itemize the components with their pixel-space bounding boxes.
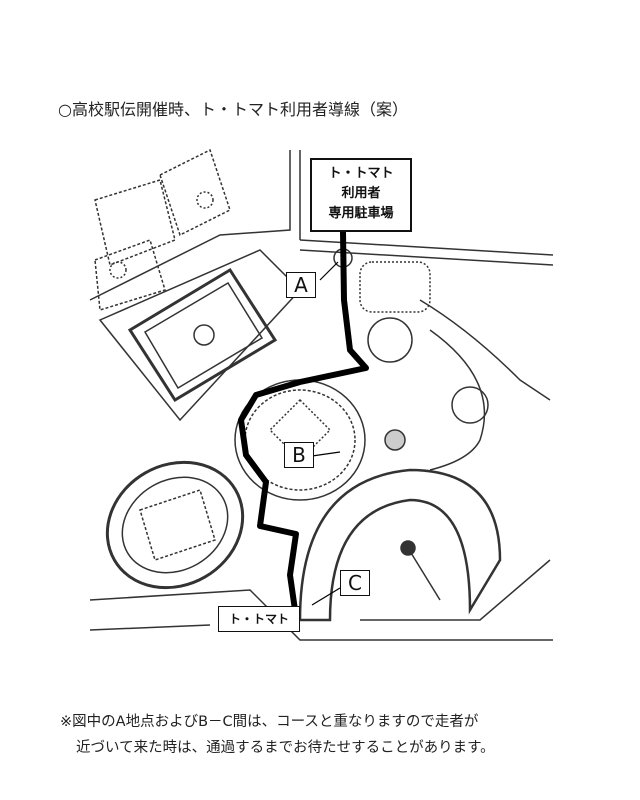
parking-lot-label: ト・トマト 利用者 専用駐車場 xyxy=(310,158,412,232)
route-line xyxy=(238,231,369,618)
point-b-label: B xyxy=(284,442,314,468)
parking-label-line: 利用者 xyxy=(341,186,381,201)
footnote-line: ※図中のA地点およびB－C間は、コースと重なりますので走者が xyxy=(60,714,479,730)
point-c-label: C xyxy=(340,570,370,596)
parking-label-line: ト・トマト xyxy=(328,166,394,181)
footnote-line: 近づいて来た時は、通過するまでお待たせすることがあります。 xyxy=(76,740,495,756)
destination-label: ト・トマト xyxy=(218,606,300,632)
page-title: ○高校駅伝開催時、ト・トマト利用者導線（案） xyxy=(58,100,408,119)
point-a-label: A xyxy=(286,272,316,298)
parking-label-line: 専用駐車場 xyxy=(328,206,394,221)
park-map xyxy=(88,148,553,658)
